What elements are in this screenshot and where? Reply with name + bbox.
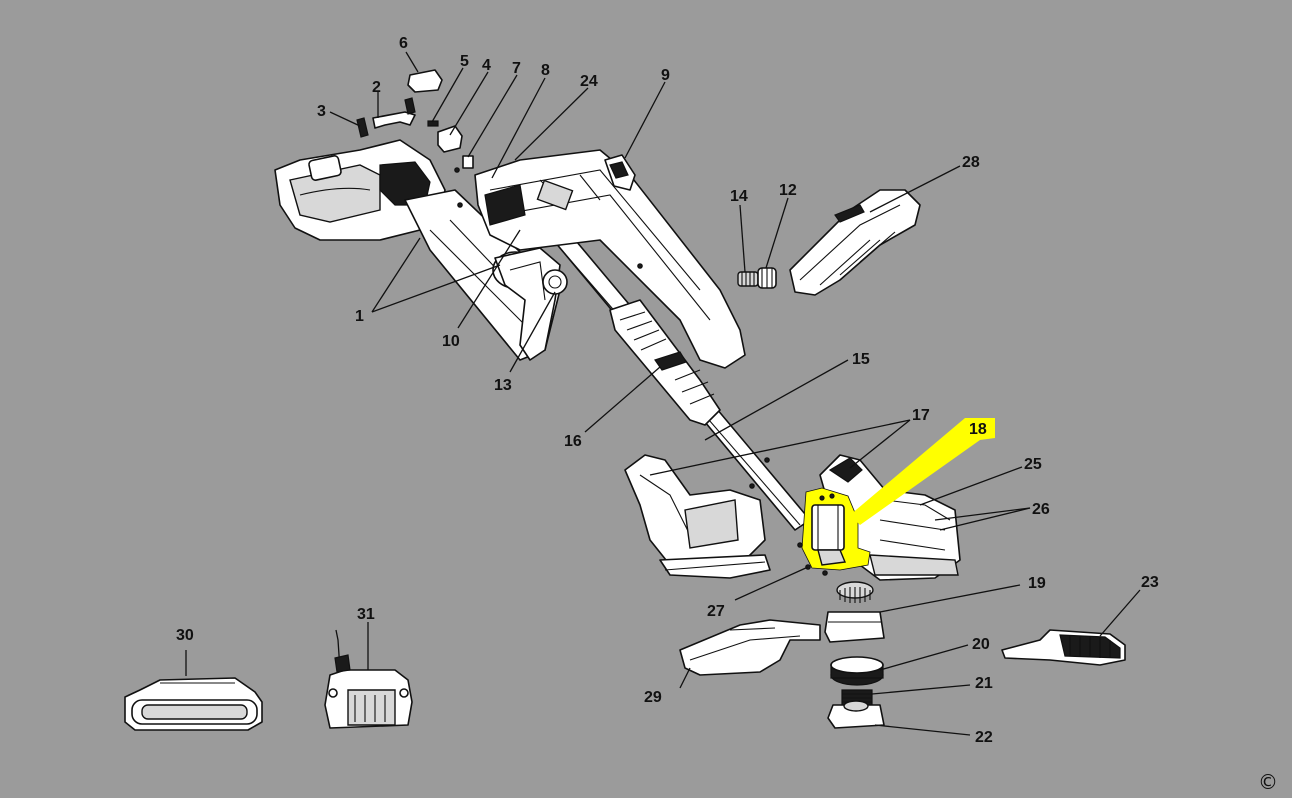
callout-7: 7 xyxy=(512,60,521,77)
part-22-spool-cap xyxy=(827,700,885,729)
part-7-clip xyxy=(462,155,474,169)
callout-17: 17 xyxy=(912,407,930,424)
part-23-edge-guide xyxy=(1001,629,1126,666)
callout-14: 14 xyxy=(730,188,748,205)
part-9-housing-clip xyxy=(604,154,636,191)
callout-20: 20 xyxy=(972,636,990,653)
callout-9: 9 xyxy=(661,67,670,84)
callout-25: 25 xyxy=(1024,456,1042,473)
callout-4: 4 xyxy=(482,57,491,74)
part-28-auxiliary-handle xyxy=(789,189,921,296)
part-2-trigger-lever xyxy=(372,97,416,129)
callout-15: 15 xyxy=(852,351,870,368)
part-18-motor-highlight xyxy=(801,418,995,571)
callout-30: 30 xyxy=(176,627,194,644)
callout-18-highlight xyxy=(850,418,995,525)
part-20-spool xyxy=(830,656,884,686)
callout-8: 8 xyxy=(541,62,550,79)
callout-3: 3 xyxy=(317,103,326,120)
callout-26: 26 xyxy=(1032,501,1050,518)
leader-lines xyxy=(185,51,1141,736)
callout-numbers: 6 5 4 7 8 24 9 2 3 28 14 12 1 10 13 15 1… xyxy=(176,35,1159,746)
callout-24: 24 xyxy=(580,73,598,90)
callout-2: 2 xyxy=(372,79,381,96)
callout-27: 27 xyxy=(707,603,725,620)
part-14-spring xyxy=(737,271,759,287)
part-19-spool-housing xyxy=(824,581,885,643)
part-31-charger xyxy=(324,629,413,729)
part-17-guard-housing xyxy=(624,454,771,579)
callout-23: 23 xyxy=(1141,574,1159,591)
callout-12: 12 xyxy=(779,182,797,199)
part-6-switch-cap xyxy=(407,69,443,93)
callout-5: 5 xyxy=(460,53,469,70)
callout-31: 31 xyxy=(357,606,375,623)
part-30-battery xyxy=(124,677,263,731)
part-16-shaft-coupler xyxy=(609,299,721,426)
part-29-lower-guard xyxy=(679,619,821,676)
part-3-spring xyxy=(356,117,369,138)
callout-28: 28 xyxy=(962,154,980,171)
part-5-small-spring xyxy=(427,120,439,127)
callout-16: 16 xyxy=(564,433,582,450)
callout-6: 6 xyxy=(399,35,408,52)
callout-1: 1 xyxy=(355,308,364,325)
callout-29: 29 xyxy=(644,689,662,706)
callout-10: 10 xyxy=(442,333,460,350)
callout-21: 21 xyxy=(975,675,993,692)
part-13-pivot-knob xyxy=(542,269,568,295)
callout-13: 13 xyxy=(494,377,512,394)
callout-18: 18 xyxy=(969,421,987,438)
part-12-collar xyxy=(757,267,777,289)
callout-19: 19 xyxy=(1028,575,1046,592)
copyright-symbol: © xyxy=(1258,770,1278,794)
part-4-lock-button xyxy=(437,125,463,153)
callout-22: 22 xyxy=(975,729,993,746)
